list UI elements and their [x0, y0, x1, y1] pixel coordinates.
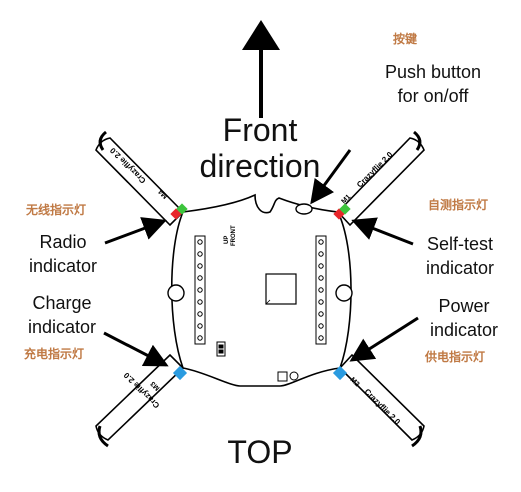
charge-led [172, 365, 188, 381]
pin-header-left [194, 235, 206, 345]
top-label: TOP [227, 434, 293, 470]
motor-label-m2: M2 [349, 376, 361, 388]
charge-indicator-label: Charge indicator [27, 293, 97, 337]
up-marking: UP [224, 236, 230, 244]
selftest-cn-label: 自测指示灯 [428, 198, 489, 212]
motor-label-m3: M3 [150, 380, 162, 392]
arm-bottom-left [95, 353, 185, 448]
motor-label-m4: M4 [158, 188, 170, 200]
push-button[interactable] [295, 203, 313, 215]
pin-header-right [315, 235, 327, 345]
selftest-led [333, 203, 351, 220]
push-button-cn-label: 按键 [393, 32, 418, 46]
front-direction-label: Front direction [199, 112, 321, 184]
arrow-selftest [351, 217, 414, 246]
mount-hole-left [167, 284, 185, 302]
arm-top-left [95, 130, 185, 227]
front-marking: FRONT [231, 225, 237, 246]
radio-cn-label: 无线指示灯 [26, 203, 87, 217]
power-cn-label: 供电指示灯 [425, 350, 486, 364]
power-led [332, 365, 348, 381]
arrow-push-button [310, 149, 352, 205]
charge-cn-label: 充电指示灯 [24, 347, 85, 361]
center-chip [265, 273, 297, 305]
selftest-indicator-label: Self-test indicator [425, 234, 495, 278]
push-button-label: Push button for on/off [384, 62, 482, 106]
connector-bottom-left [216, 341, 226, 357]
arrow-power [349, 316, 419, 362]
connector-bottom-center [277, 371, 299, 382]
arm-bottom-right [338, 353, 425, 448]
mount-hole-right [335, 284, 353, 302]
arm-top-right [336, 130, 425, 227]
motor-label-m1: M1 [340, 194, 352, 206]
radio-led [170, 203, 188, 220]
arrow-charge [103, 331, 169, 367]
radio-indicator-label: Radio indicator [28, 232, 98, 276]
arrow-radio [104, 217, 167, 245]
front-arrow [242, 20, 280, 118]
power-indicator-label: Power indicator [429, 296, 499, 340]
